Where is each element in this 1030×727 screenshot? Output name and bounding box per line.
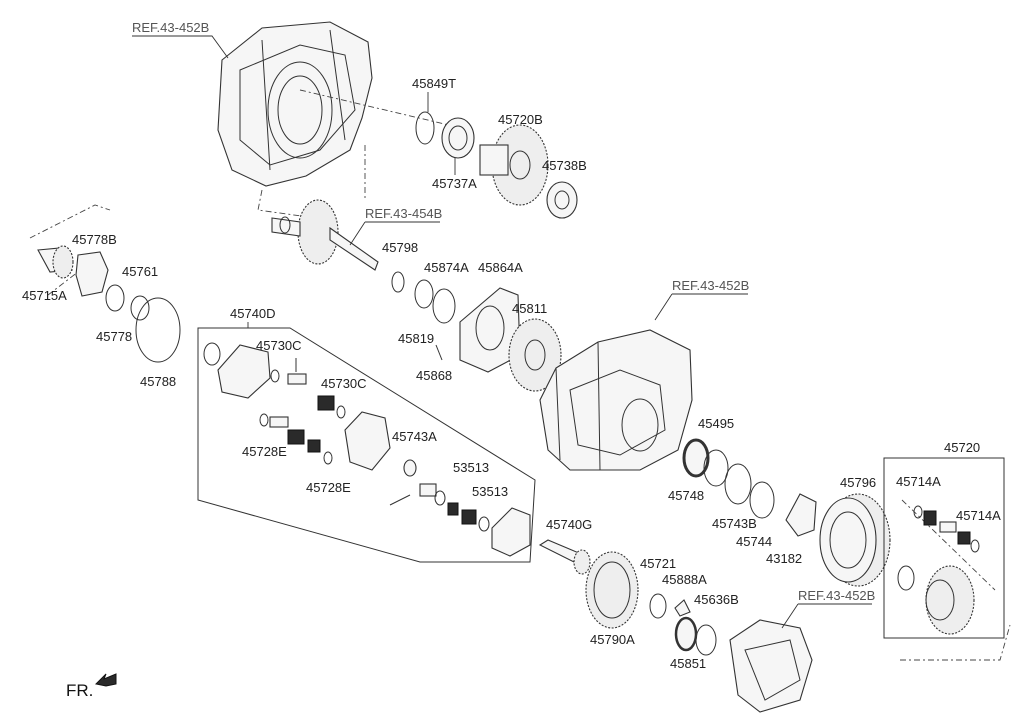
label-45851[interactable]: 45851	[670, 656, 706, 671]
cover-plate-bottom	[729, 619, 813, 713]
label-45714A-1[interactable]: 45714A	[896, 474, 941, 489]
ring-45721	[649, 593, 667, 619]
label-45720[interactable]: 45720	[944, 440, 980, 455]
label-53513-2[interactable]: 53513	[472, 484, 508, 499]
planetary-45720	[897, 505, 980, 635]
ref-shaft-text[interactable]: REF.43-454B	[365, 206, 442, 221]
ref-case-text[interactable]: REF.43-452B	[672, 278, 749, 293]
label-45737A[interactable]: 45737A	[432, 176, 477, 191]
clip-45888A	[674, 599, 691, 617]
bearing-45738B	[546, 181, 578, 219]
label-45748[interactable]: 45748	[668, 488, 704, 503]
label-45811[interactable]: 45811	[512, 301, 547, 316]
label-45744[interactable]: 45744	[736, 534, 772, 549]
assembly-box-45720	[883, 457, 1005, 639]
bearing-45737A	[441, 117, 475, 159]
snap-ring-45849T	[415, 111, 435, 145]
bearing-45819	[414, 279, 434, 309]
label-45721[interactable]: 45721	[640, 556, 676, 571]
label-45864A[interactable]: 45864A	[478, 260, 523, 275]
label-45738B[interactable]: 45738B	[542, 158, 587, 173]
gear-45811	[508, 318, 562, 392]
label-45740D[interactable]: 45740D	[230, 306, 276, 321]
assembly-box-45740D	[197, 327, 536, 563]
label-45728E-1[interactable]: 45728E	[242, 444, 287, 459]
ref-top-text[interactable]: REF.43-452B	[132, 20, 209, 35]
label-45761[interactable]: 45761	[122, 264, 158, 279]
transaxle-housing-top	[217, 21, 471, 221]
ring-45495	[703, 449, 729, 487]
shaft-45740G	[538, 539, 591, 575]
label-43182[interactable]: 43182	[766, 551, 802, 566]
label-45778[interactable]: 45778	[96, 329, 132, 344]
label-45790A[interactable]: 45790A	[590, 632, 635, 647]
ring-45636B	[695, 624, 717, 656]
washer-45798	[391, 271, 405, 293]
label-45778B[interactable]: 45778B	[72, 232, 117, 247]
ring-45748	[682, 438, 710, 478]
label-45788[interactable]: 45788	[140, 374, 176, 389]
label-45743B[interactable]: 45743B	[712, 516, 757, 531]
label-45720B[interactable]: 45720B	[498, 112, 543, 127]
cover-45778B	[75, 251, 109, 297]
ring-45761	[130, 295, 150, 321]
seal-45778	[105, 284, 125, 312]
label-53513-1[interactable]: 53513	[453, 460, 489, 475]
label-45868[interactable]: 45868	[416, 368, 452, 383]
label-45495[interactable]: 45495	[698, 416, 734, 431]
front-arrow-icon	[94, 673, 117, 687]
label-45714A-2[interactable]: 45714A	[956, 508, 1001, 523]
front-direction-label: FR.	[66, 681, 93, 700]
drum-45796	[819, 493, 891, 587]
label-45636B[interactable]: 45636B	[694, 592, 739, 607]
differential-45720B	[479, 124, 549, 206]
label-45819[interactable]: 45819	[398, 331, 434, 346]
ring-45744	[749, 481, 775, 519]
ref-cover-text[interactable]: REF.43-452B	[798, 588, 875, 603]
label-45730C-2[interactable]: 45730C	[321, 376, 367, 391]
output-shaft-assembly	[271, 199, 379, 271]
pin-45868	[435, 344, 443, 361]
carrier-plate-45864A	[459, 287, 521, 373]
ring-gear-45790A	[585, 551, 639, 629]
shaft-45715A	[37, 245, 74, 279]
ring-45743B	[724, 463, 752, 505]
ring-45874A	[432, 288, 456, 324]
label-45798[interactable]: 45798	[382, 240, 418, 255]
ring-45851	[674, 616, 698, 652]
transaxle-case-right	[539, 329, 693, 471]
label-45740G[interactable]: 45740G	[546, 517, 592, 532]
label-45874A[interactable]: 45874A	[424, 260, 469, 275]
snap-ring-45788	[135, 297, 181, 363]
label-45743A[interactable]: 45743A	[392, 429, 437, 444]
label-45715A[interactable]: 45715A	[22, 288, 67, 303]
label-45849T[interactable]: 45849T	[412, 76, 456, 91]
label-45728E-2[interactable]: 45728E	[306, 480, 351, 495]
label-45796[interactable]: 45796	[840, 475, 876, 490]
clip-43182	[785, 493, 817, 537]
label-45888A[interactable]: 45888A	[662, 572, 707, 587]
label-45730C-1[interactable]: 45730C	[256, 338, 302, 353]
planet-carrier-group	[203, 342, 531, 557]
